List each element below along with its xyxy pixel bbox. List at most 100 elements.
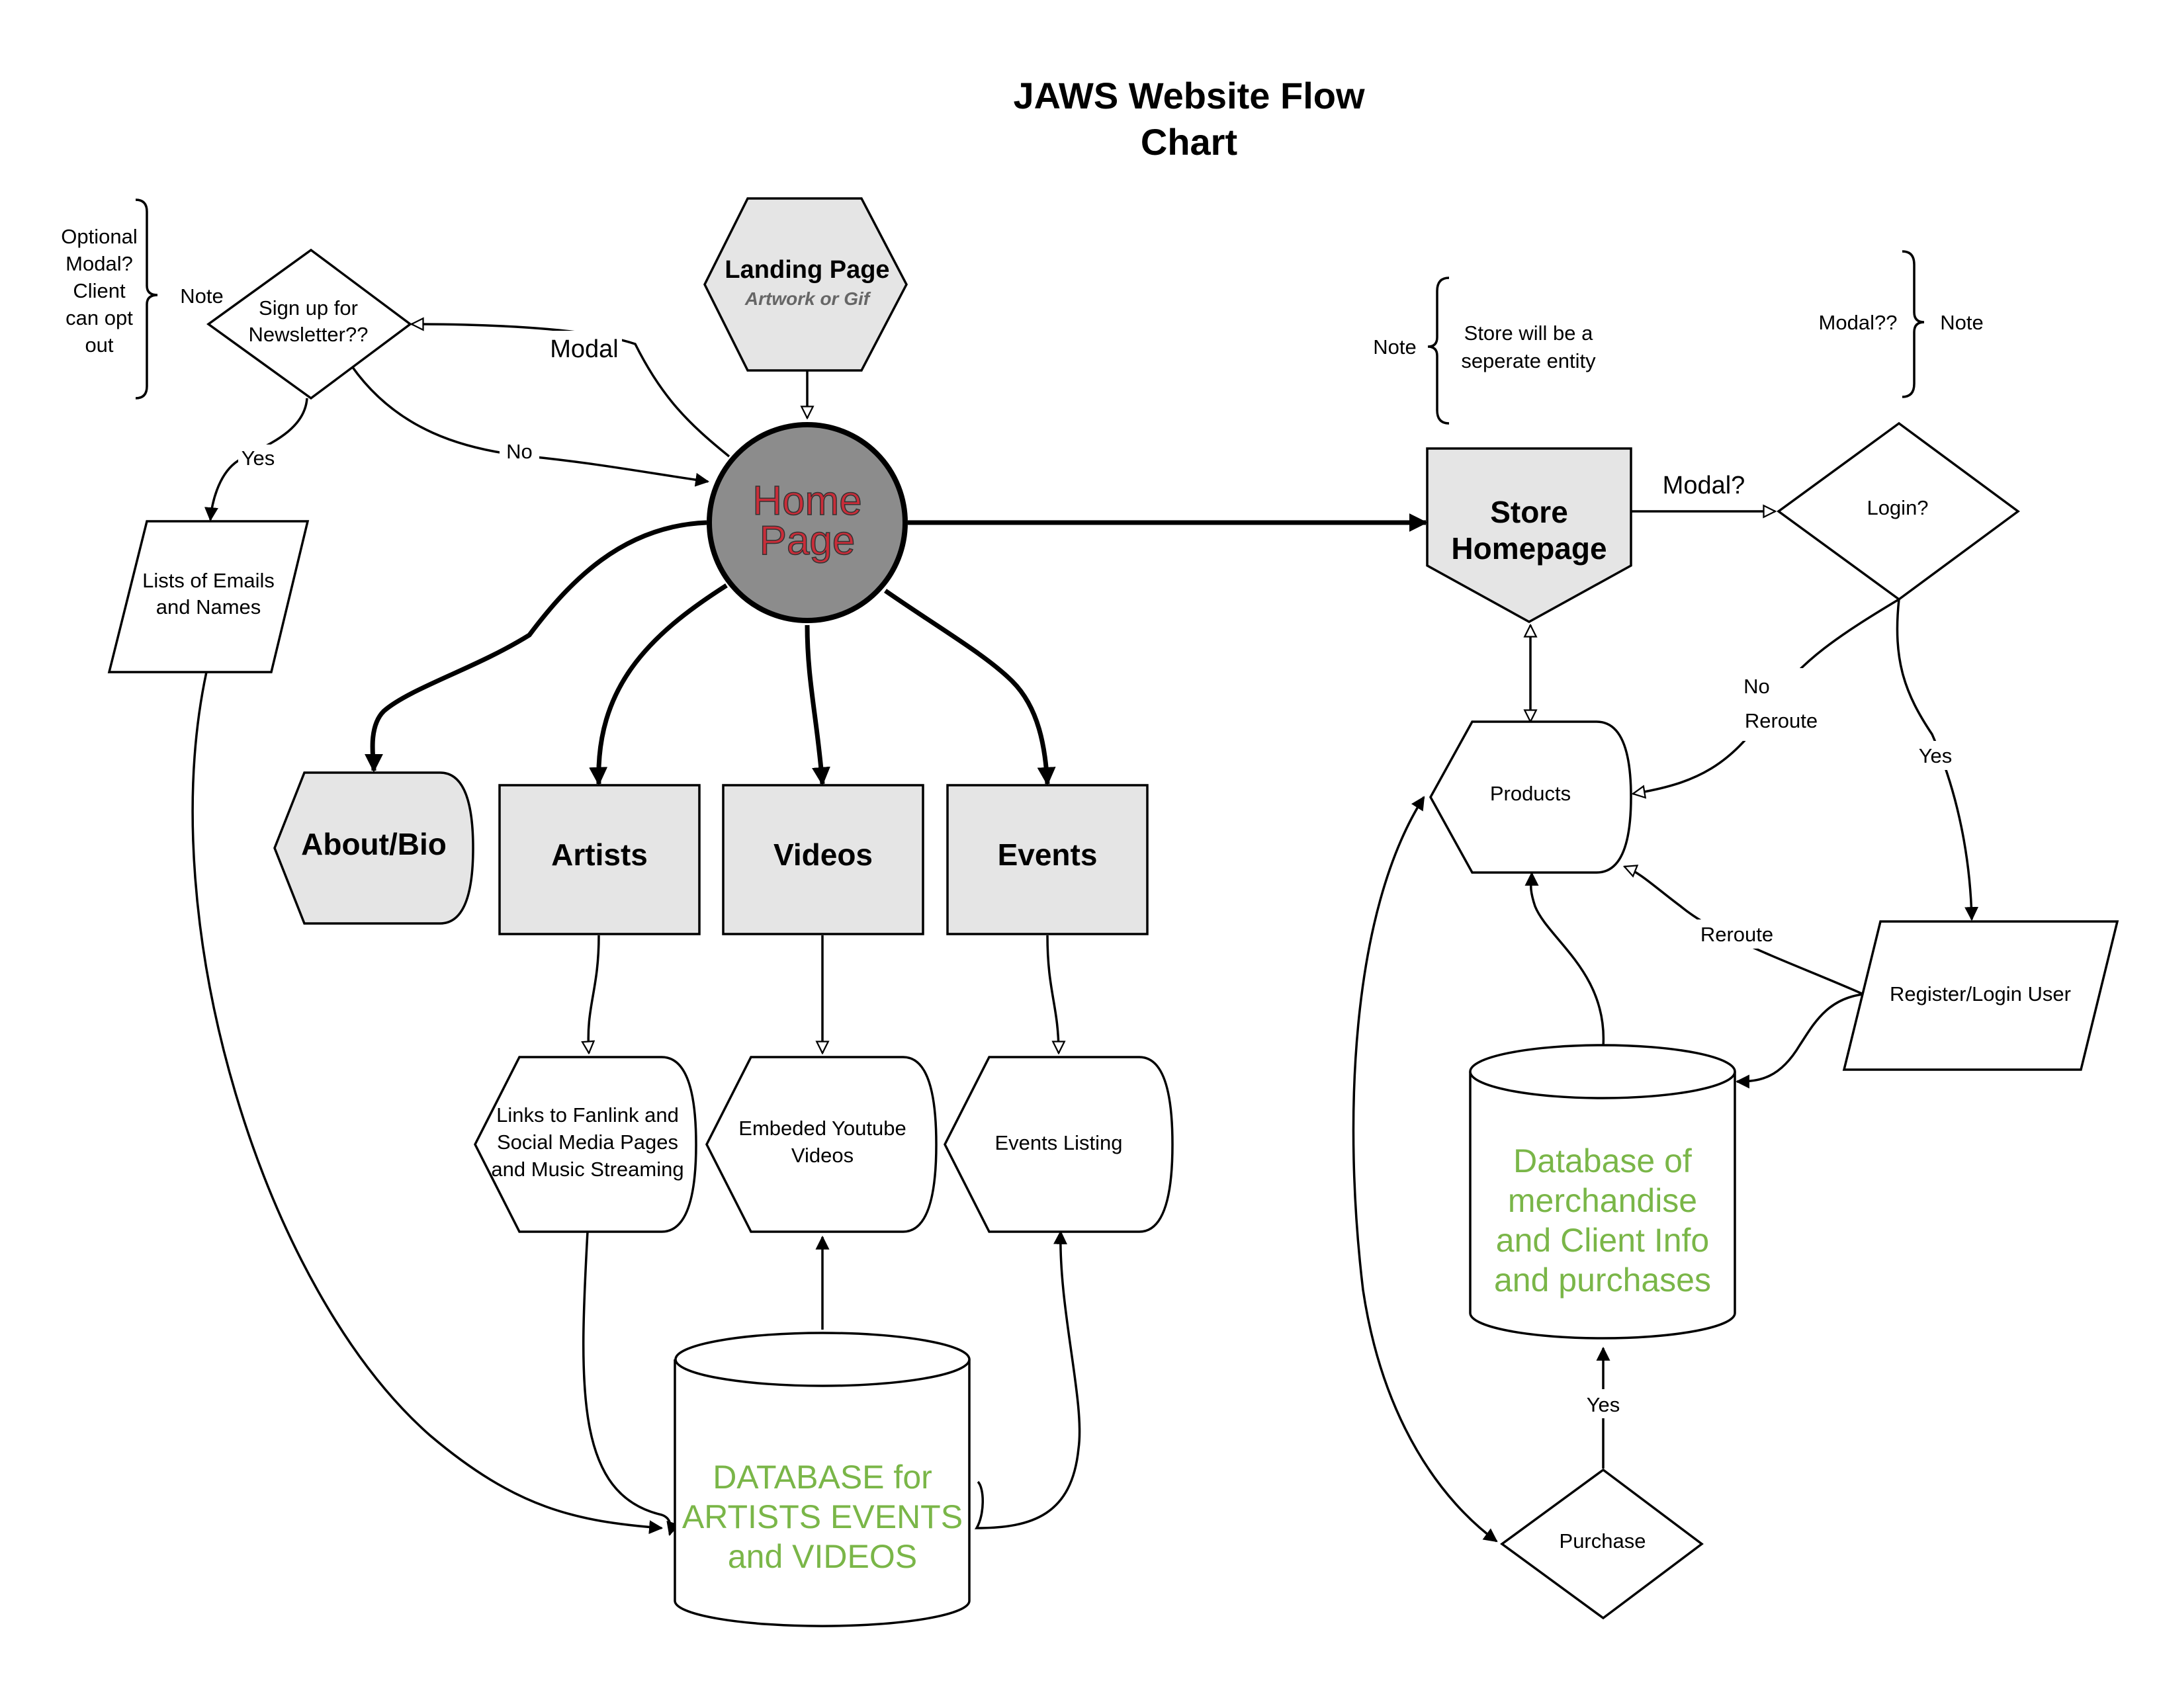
node-shape — [946, 784, 1149, 935]
node-label: Purchase — [1560, 1529, 1646, 1553]
note-text-line: Client — [73, 279, 126, 302]
node-purchase-decision[interactable]: Purchase — [1500, 1468, 1704, 1620]
node-shape — [107, 520, 310, 673]
node-shape — [273, 771, 474, 925]
node-shape — [498, 784, 701, 935]
note-text-line: Store will be a — [1464, 321, 1593, 345]
node-label-line: Home — [752, 478, 861, 524]
label-bg — [1691, 919, 1783, 949]
note-tag: Note — [1373, 335, 1416, 359]
edge-newsletter-no-to-home — [351, 365, 710, 487]
label-bg — [238, 445, 281, 471]
node-label: Artists — [551, 837, 648, 872]
node-home-page[interactable]: Home Page — [707, 422, 908, 623]
edge-links-to-db — [582, 1231, 680, 1537]
node-shape — [1842, 920, 2119, 1071]
node-shape — [722, 784, 924, 935]
node-shape-body — [674, 1359, 971, 1627]
note-brace — [135, 198, 158, 400]
node-artists[interactable]: Artists — [498, 784, 701, 935]
edge-home-to-newsletter — [412, 324, 730, 458]
edge-home-to-events — [884, 589, 1056, 786]
node-merch-database[interactable]: Database of merchandise and Client Info … — [1469, 1044, 1736, 1340]
edge-label-yes-purchase: Yes — [1587, 1393, 1620, 1416]
node-shape — [705, 1056, 938, 1233]
edge-home-to-artists — [589, 583, 728, 786]
edge-login-yes-to-register — [1896, 599, 1979, 921]
node-label-line: Links to Fanlink and — [496, 1103, 679, 1127]
node-label: Events — [998, 837, 1098, 872]
node-fanlink-links[interactable]: Links to Fanlink and Social Media Pages … — [474, 1056, 697, 1233]
node-videos[interactable]: Videos — [722, 784, 924, 935]
node-label-line: and Music Streaming — [491, 1158, 683, 1181]
edge-register-to-dbmerch — [1735, 993, 1864, 1089]
note-text-line: Modal?? — [1819, 311, 1898, 334]
node-label-line: Sign up for — [259, 296, 358, 320]
edge-label-no: No — [506, 440, 533, 463]
node-newsletter-decision[interactable]: Sign up for Newsletter?? — [206, 248, 412, 400]
edge-label-yes-login: Yes — [1919, 744, 1953, 767]
node-label: Register/Login User — [1890, 982, 2071, 1005]
note-brace — [1427, 277, 1450, 425]
edge-artists-to-links — [588, 935, 600, 1053]
node-about-bio[interactable]: About/Bio — [273, 771, 474, 925]
edge-products-purchase — [1352, 796, 1498, 1543]
node-shape — [1426, 447, 1632, 623]
edge-listing-to-db — [974, 1230, 1081, 1529]
edge-label-yes: Yes — [242, 447, 275, 470]
node-label-line: and purchases — [1494, 1261, 1711, 1299]
node-label-line: Page — [760, 518, 856, 564]
node-label: Videos — [773, 837, 873, 872]
node-label-line: and Names — [156, 595, 261, 619]
node-label-line: Homepage — [1451, 531, 1607, 566]
note-modal-q: Modal?? Note — [1819, 250, 1984, 398]
edge-emails-to-db — [191, 671, 664, 1535]
node-shape — [1429, 720, 1632, 874]
note-tag: Note — [180, 284, 223, 308]
note-text-line: can opt — [66, 306, 133, 329]
node-youtube-videos[interactable]: Embeded Youtube Videos — [705, 1056, 938, 1233]
note-brace — [1902, 250, 1925, 398]
node-label-line: Lists of Emails — [142, 569, 275, 592]
diagram-title-line-1: JAWS Website Flow — [1013, 75, 1364, 116]
node-label-line: Newsletter?? — [249, 323, 369, 346]
node-label: Events Listing — [995, 1131, 1123, 1154]
node-label-line: Database of — [1513, 1142, 1692, 1179]
node-label-line: and VIDEOS — [728, 1538, 917, 1575]
diagram-title-line-2: Chart — [1141, 121, 1237, 163]
edge-label-no-reroute-1: No — [1743, 675, 1770, 698]
node-label: Landing Page — [725, 256, 889, 284]
label-bg — [1912, 741, 1959, 770]
edge-label-modal: Modal — [550, 335, 619, 363]
edge-home-to-about — [364, 520, 707, 773]
node-label-line: Videos — [791, 1144, 854, 1167]
node-label-line: merchandise — [1508, 1182, 1697, 1219]
label-bg — [500, 439, 539, 464]
node-events[interactable]: Events — [946, 784, 1149, 935]
node-shape — [474, 1056, 697, 1233]
edges — [191, 324, 1979, 1543]
node-products[interactable]: Products — [1429, 720, 1632, 874]
node-events-listing[interactable]: Events Listing — [944, 1056, 1174, 1233]
edge-label-modal-q: Modal? — [1663, 472, 1745, 499]
node-label-line: DATABASE for — [713, 1459, 932, 1496]
node-shape — [1500, 1468, 1704, 1620]
edge-home-to-videos — [805, 624, 830, 786]
edge-events-to-listing — [1046, 935, 1059, 1053]
note-optional-modal: Optional Modal? Client can opt out Note — [61, 198, 224, 400]
node-email-list[interactable]: Lists of Emails and Names — [107, 520, 310, 673]
note-text-line: out — [85, 333, 113, 357]
label-bg — [544, 331, 622, 366]
edge-labels: Modal No Yes Modal? No Reroute Yes Rerou… — [238, 331, 1959, 1418]
node-store-homepage[interactable]: Store Homepage — [1426, 447, 1632, 623]
node-landing-page[interactable]: Landing Page Artwork or Gif — [703, 197, 908, 372]
node-shape-top — [674, 1332, 971, 1387]
node-shape — [206, 248, 412, 400]
node-shape — [1777, 421, 2020, 601]
node-login-decision[interactable]: Login? — [1777, 421, 2020, 601]
node-shape-body — [1469, 1072, 1736, 1340]
node-shape — [707, 422, 908, 623]
node-artists-database[interactable]: DATABASE for ARTISTS EVENTS and VIDEOS — [674, 1332, 971, 1627]
node-register-login[interactable]: Register/Login User — [1842, 920, 2119, 1071]
note-text-line: seperate entity — [1461, 349, 1596, 372]
